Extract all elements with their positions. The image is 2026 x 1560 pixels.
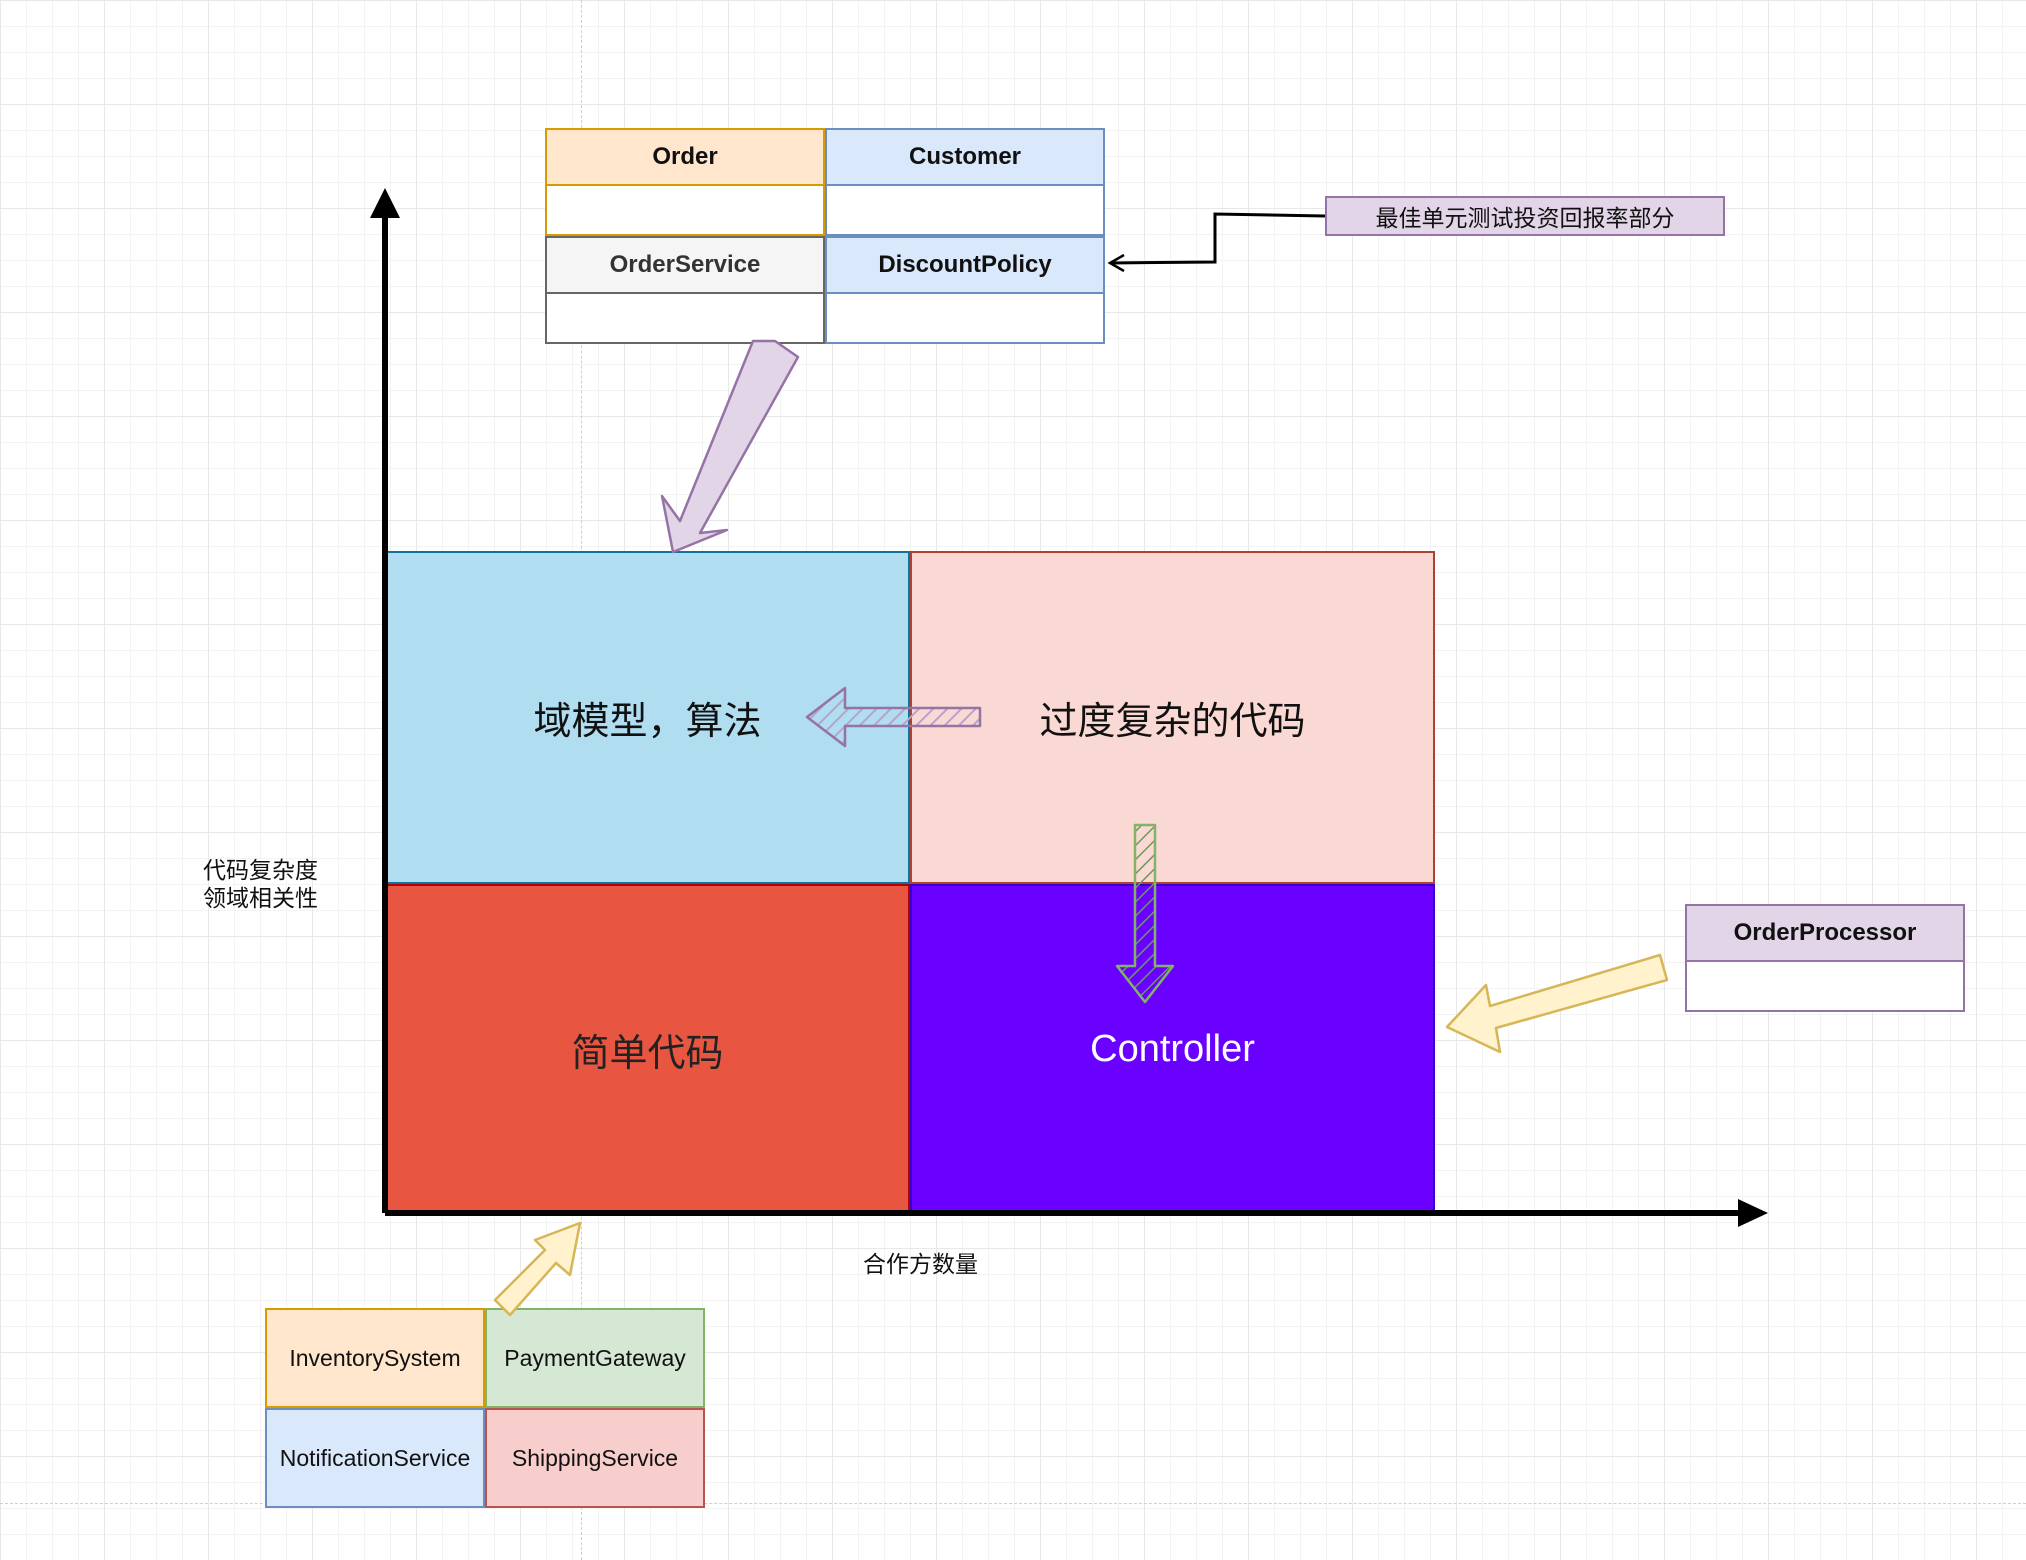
best-roi-callout-text: 最佳单元测试投资回报率部分: [1375, 205, 1675, 231]
quadrant-over-complex-label: 过度复杂的代码: [1039, 701, 1306, 743]
y-axis-arrowhead: [370, 188, 400, 218]
order-service-class-header[interactable]: OrderService: [545, 236, 825, 294]
customer-class-body[interactable]: [825, 186, 1105, 236]
callout-connector-line: [1109, 212, 1326, 265]
collaborators-to-simple-arrow: [493, 1221, 582, 1317]
order-processor-class-header[interactable]: OrderProcessor: [1685, 904, 1965, 962]
quadrant-domain-model-label: 域模型，算法: [533, 701, 762, 743]
order-class-label: Order: [652, 143, 718, 170]
best-roi-callout[interactable]: 最佳单元测试投资回报率部分: [1325, 196, 1725, 236]
discount-policy-class-body[interactable]: [825, 294, 1105, 344]
callout-connector-arrowhead: [1107, 253, 1125, 273]
quadrant-simple-code-label: 简单代码: [571, 1033, 724, 1075]
x-axis-arrowhead: [1738, 1199, 1768, 1227]
payment-gateway-box[interactable]: PaymentGateway: [485, 1308, 705, 1408]
y-axis-label-line-1: 代码复杂度: [203, 857, 318, 883]
customer-class-header[interactable]: Customer: [825, 128, 1105, 186]
order-processor-to-controller-arrow: [1445, 953, 1669, 1054]
order-class-header[interactable]: Order: [545, 128, 825, 186]
customer-class-label: Customer: [908, 143, 1022, 170]
quadrant-controller[interactable]: Controller: [910, 884, 1435, 1215]
shipping-service-label: ShippingService: [511, 1444, 679, 1471]
inventory-system-label: InventorySystem: [289, 1344, 461, 1371]
inventory-system-box[interactable]: InventorySystem: [265, 1308, 485, 1408]
payment-gateway-label: PaymentGateway: [504, 1344, 686, 1371]
order-class-body[interactable]: [545, 186, 825, 236]
quadrant-over-complex[interactable]: 过度复杂的代码: [910, 551, 1435, 884]
quadrant-simple-code[interactable]: 简单代码: [385, 884, 910, 1215]
notification-service-box[interactable]: NotificationService: [265, 1408, 485, 1508]
top-to-domain-arrow: [660, 339, 800, 554]
notification-service-label: NotificationService: [279, 1444, 471, 1471]
discount-policy-class-header[interactable]: DiscountPolicy: [825, 236, 1105, 294]
shipping-service-box[interactable]: ShippingService: [485, 1408, 705, 1508]
quadrant-domain-model[interactable]: 域模型，算法: [385, 551, 910, 884]
y-axis-label: 代码复杂度 领域相关性: [203, 856, 343, 912]
order-processor-class-body[interactable]: [1685, 962, 1965, 1012]
order-service-class-body[interactable]: [545, 294, 825, 344]
order-processor-class-label: OrderProcessor: [1733, 919, 1917, 946]
quadrant-controller-label: Controller: [1090, 1028, 1255, 1070]
horizontal-guide-line: [0, 1503, 2026, 1504]
y-axis-label-line-2: 领域相关性: [203, 885, 318, 911]
order-service-class-label: OrderService: [609, 251, 761, 278]
discount-policy-class-label: DiscountPolicy: [878, 251, 1052, 278]
x-axis-label: 合作方数量: [863, 1251, 978, 1277]
